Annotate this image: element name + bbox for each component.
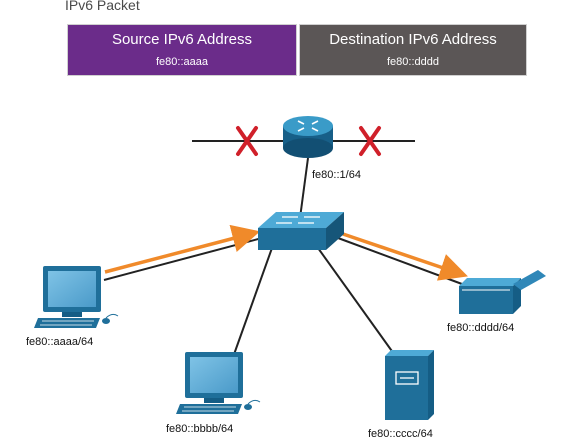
router-label: fe80::1/64 (312, 169, 361, 181)
pc1-icon (34, 266, 119, 328)
source-address-title: Source IPv6 Address (111, 31, 253, 48)
packet-caption: IPv6 Packet (65, 0, 140, 13)
printer-label: fe80::dddd/64 (447, 322, 514, 334)
pc2-label: fe80::bbbb/64 (166, 423, 233, 435)
source-address-box: Source IPv6 Address fe80::aaaa (67, 24, 297, 76)
switch-printer-link (337, 237, 463, 285)
destination-address-value: fe80::dddd (387, 56, 439, 68)
server-label: fe80::cccc/64 (368, 428, 433, 440)
destination-address-title: Destination IPv6 Address (329, 31, 497, 48)
switch-pc1-link (103, 237, 263, 281)
router-icon (283, 116, 333, 158)
pc1-label: fe80::aaaa/64 (26, 336, 93, 348)
switch-icon (258, 212, 344, 250)
printer-icon (459, 270, 546, 314)
blocked-x-left-icon (236, 126, 258, 156)
destination-address-box: Destination IPv6 Address fe80::dddd (299, 24, 527, 76)
switch-server-link (317, 247, 395, 355)
flow-arrow-switch-to-printer (342, 232, 468, 281)
switch-pc2-link (231, 247, 273, 361)
router-switch-link (299, 157, 309, 219)
blocked-x-right-icon (359, 126, 381, 156)
pc2-icon (176, 352, 261, 414)
source-address-value: fe80::aaaa (156, 56, 208, 68)
flow-arrow-pc1-to-switch (104, 224, 261, 274)
server-icon (385, 350, 434, 420)
